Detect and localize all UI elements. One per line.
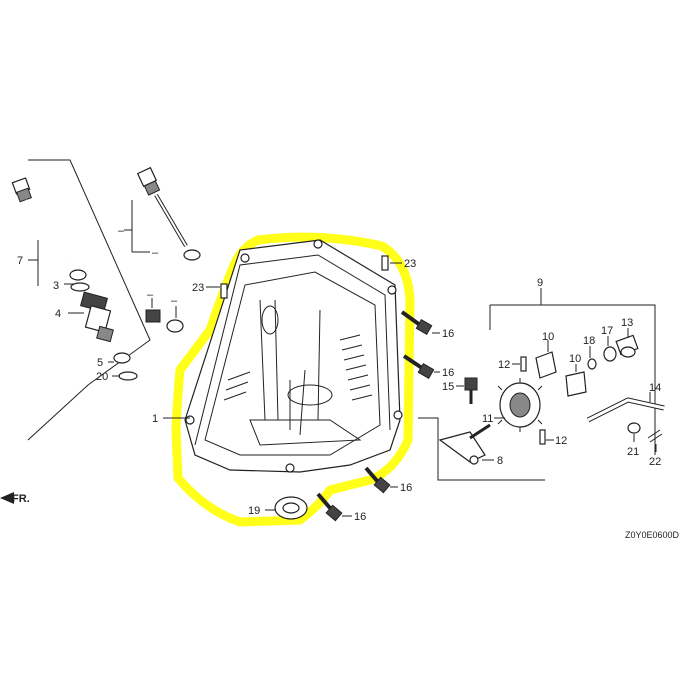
governor-bolt	[464, 377, 478, 404]
callout-7: 7	[17, 255, 23, 267]
callout-10-lower: 10	[569, 353, 581, 365]
crankcase-cover	[184, 239, 403, 473]
callout-9: 9	[537, 277, 543, 289]
callout-5: 5	[97, 357, 103, 369]
callout-dash-b: –	[152, 247, 159, 259]
callout-17: 17	[601, 325, 613, 337]
callout-16-b: 16	[442, 367, 454, 379]
dipstick-right	[136, 166, 201, 261]
dipstick-bracket	[124, 200, 150, 253]
callout-23-left: 23	[192, 282, 204, 294]
dowel-pin-right	[381, 255, 389, 271]
collar-17	[603, 346, 617, 362]
callout-15: 15	[442, 381, 454, 393]
callout-16-c: 16	[400, 482, 412, 494]
flange-bolt-4	[316, 492, 343, 522]
breather-bolt	[145, 298, 184, 333]
pin-lower	[539, 429, 546, 445]
clip-22	[647, 429, 663, 443]
governor-gear	[497, 378, 543, 432]
governor-shaft	[586, 397, 665, 423]
front-arrow-icon	[0, 492, 14, 504]
holder-13	[615, 334, 639, 358]
callout-1: 1	[152, 413, 158, 425]
callout-dash-d: –	[171, 295, 178, 307]
flange-bolt-2	[402, 354, 435, 380]
callout-20: 20	[96, 371, 108, 383]
callout-22: 22	[649, 456, 661, 468]
dowel-pin-left	[220, 283, 228, 299]
callout-16-d: 16	[354, 511, 366, 523]
governor-arm	[438, 423, 491, 465]
oil-seal	[274, 496, 308, 520]
callout-dash-a: –	[118, 225, 125, 237]
direction-label: FR.	[12, 493, 30, 505]
highlight-outline	[171, 232, 415, 527]
flange-bolt-3	[364, 466, 391, 494]
diagram-code: Z0Y0E0600D	[625, 530, 680, 540]
oil-filler-neck	[79, 291, 114, 343]
callout-12-upper: 12	[498, 359, 510, 371]
flange-bolt-1	[400, 310, 433, 336]
callout-13: 13	[621, 317, 633, 329]
washer-18	[587, 358, 597, 370]
governor-weight-upper	[535, 351, 557, 379]
callout-10-upper: 10	[542, 331, 554, 343]
callout-4: 4	[55, 308, 61, 320]
governor-weight-lower	[565, 371, 587, 397]
callout-16-a: 16	[442, 328, 454, 340]
callout-18: 18	[583, 335, 595, 347]
callout-3: 3	[53, 280, 59, 292]
callout-23-right: 23	[404, 258, 416, 270]
callout-21: 21	[627, 446, 639, 458]
callout-8: 8	[497, 455, 503, 467]
callout-14: 14	[649, 382, 661, 394]
dipstick-left	[11, 177, 90, 292]
callout-12-lower: 12	[555, 435, 567, 447]
callout-11: 11	[482, 413, 493, 425]
left-bracket-line	[27, 159, 151, 441]
callout-19: 19	[248, 505, 260, 517]
pin-upper	[520, 356, 527, 372]
callout-dash-c: –	[147, 289, 154, 301]
washer-21	[627, 422, 641, 434]
